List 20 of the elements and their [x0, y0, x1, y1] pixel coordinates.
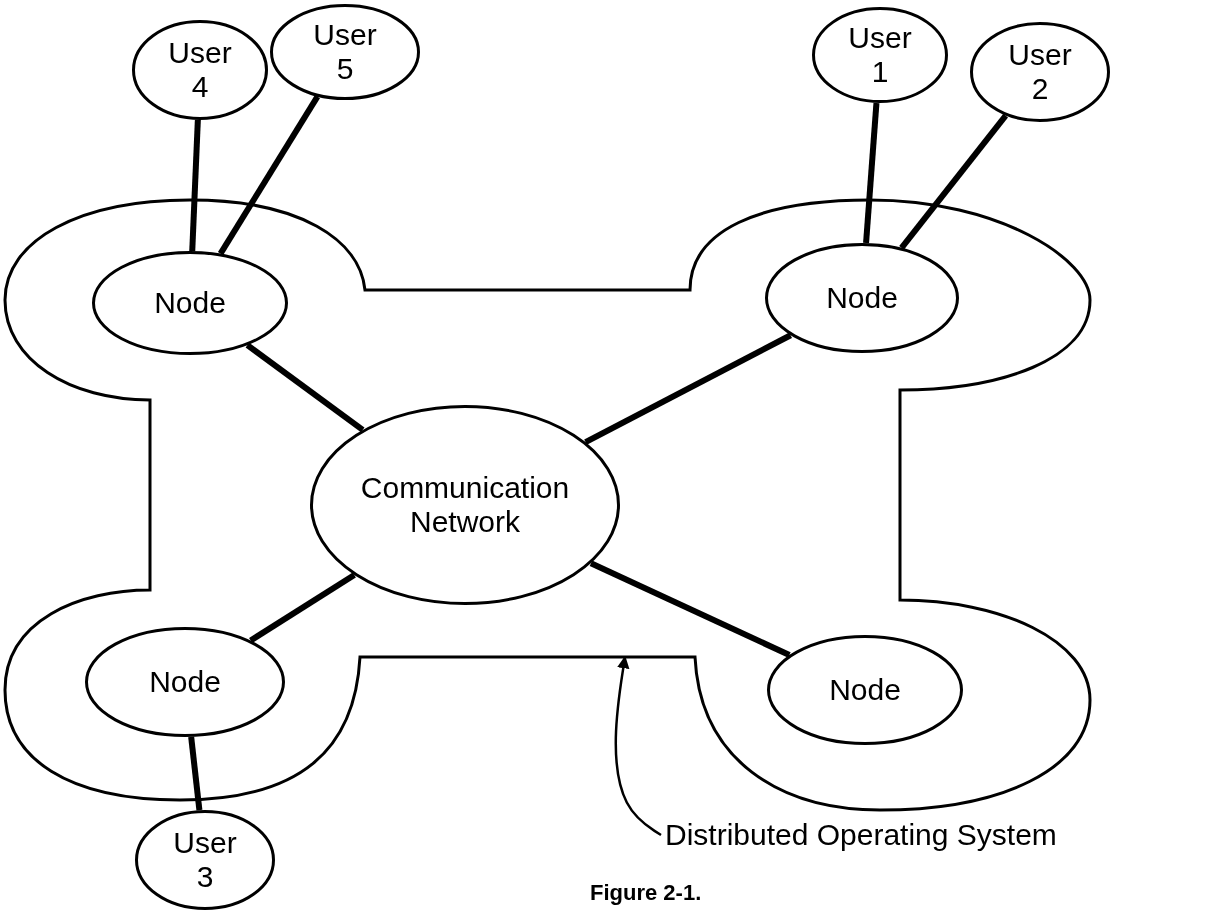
node-label: User 4 — [167, 36, 233, 104]
connector-line — [584, 332, 792, 445]
node-label: Node — [828, 673, 902, 707]
node-label: Node — [153, 286, 227, 320]
node-label: User 1 — [847, 21, 913, 89]
callout-label: Distributed Operating System — [665, 818, 1057, 852]
node-label: User 3 — [172, 826, 238, 894]
connector-line — [589, 560, 791, 658]
connector-line — [245, 342, 365, 433]
connector-line — [863, 102, 880, 244]
node-label: User 2 — [1007, 38, 1073, 106]
connector-line — [899, 113, 1009, 250]
node-label: Node — [148, 665, 222, 699]
connector-line — [249, 572, 356, 644]
connector-line — [189, 119, 201, 252]
connector-line — [217, 95, 320, 256]
node-label: Communication Network — [359, 471, 571, 539]
figure-caption: Figure 2-1. — [590, 880, 702, 906]
node-label: User 5 — [312, 18, 378, 86]
node-label: Node — [825, 281, 899, 315]
